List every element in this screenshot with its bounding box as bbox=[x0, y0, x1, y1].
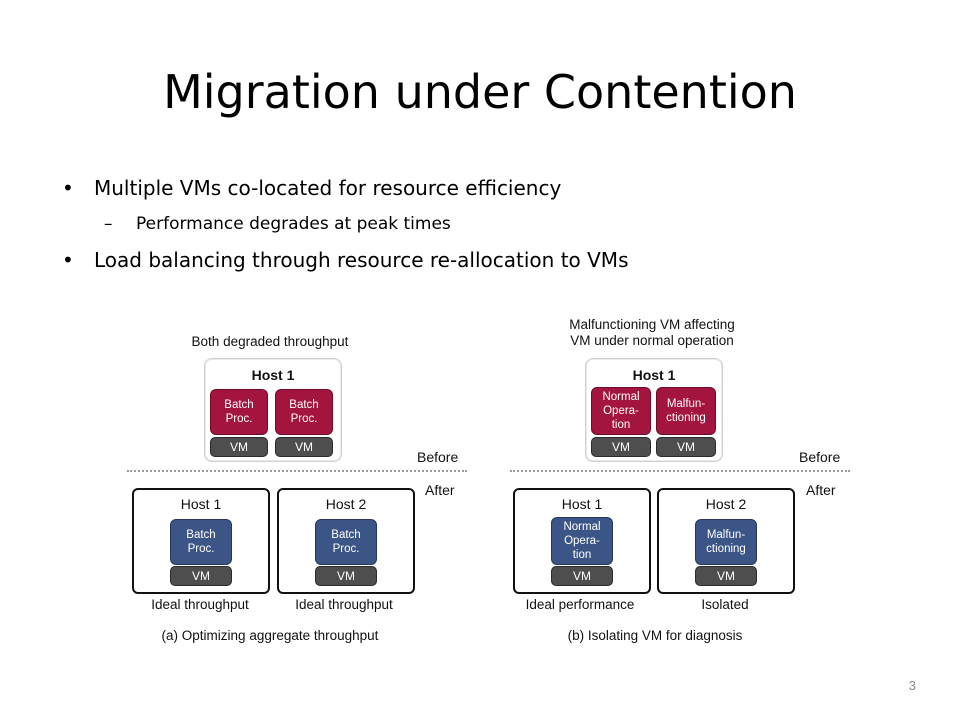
page-number: 3 bbox=[908, 678, 916, 693]
diagram-a-host-2-after: Host 2 Batch Proc. VM bbox=[277, 488, 415, 594]
after-label: After bbox=[806, 482, 836, 498]
host-status-label: Isolated bbox=[701, 597, 749, 612]
diagram-a-host-1-after: Host 1 Batch Proc. VM bbox=[132, 488, 270, 594]
vm-label: VM bbox=[170, 566, 232, 586]
process-box: Normal Opera- tion bbox=[591, 387, 651, 435]
diagram-b-host-before: Host 1 Normal Opera- tion Malfun- ctioni… bbox=[585, 358, 723, 462]
process-box: Malfun- ctioning bbox=[695, 519, 757, 565]
diagram-b-host-1-after: Host 1 Normal Opera- tion VM bbox=[513, 488, 651, 594]
vm-label: VM bbox=[315, 566, 377, 586]
before-label: Before bbox=[417, 449, 459, 465]
host-label: Host 1 bbox=[251, 367, 295, 383]
diagram-a-top-caption: Both degraded throughput bbox=[191, 334, 349, 349]
process-box: Batch Proc. bbox=[210, 389, 268, 435]
process-box: Malfun- ctioning bbox=[656, 387, 716, 435]
bullet-item: Multiple VMs co-located for resource eff… bbox=[62, 168, 922, 208]
host-status-label: Ideal throughput bbox=[151, 597, 249, 612]
process-box: Batch Proc. bbox=[315, 519, 377, 565]
vm-label: VM bbox=[591, 437, 651, 457]
sub-bullet-item: Performance degrades at peak times bbox=[62, 208, 922, 240]
host-label: Host 1 bbox=[632, 367, 676, 383]
host-label: Host 2 bbox=[705, 496, 747, 512]
before-after-separator bbox=[510, 470, 850, 472]
before-label: Before bbox=[799, 449, 841, 465]
bullet-list: Multiple VMs co-located for resource eff… bbox=[62, 168, 922, 280]
vm-label: VM bbox=[551, 566, 613, 586]
diagram-a-caption: (a) Optimizing aggregate throughput bbox=[161, 628, 379, 643]
diagram-b-top-caption: Malfunctioning VM affecting VM under nor… bbox=[569, 317, 735, 348]
slide-title: Migration under Contention bbox=[163, 65, 797, 119]
host-label: Host 1 bbox=[561, 496, 603, 512]
vm-label: VM bbox=[210, 437, 268, 457]
host-label: Host 2 bbox=[325, 496, 367, 512]
host-status-label: Ideal throughput bbox=[295, 597, 393, 612]
vm-label: VM bbox=[695, 566, 757, 586]
diagram-a-host-before: Host 1 Batch Proc. Batch Proc. VM VM bbox=[204, 358, 342, 462]
process-box: Normal Opera- tion bbox=[551, 517, 613, 565]
vm-label: VM bbox=[275, 437, 333, 457]
after-label: After bbox=[425, 482, 455, 498]
host-status-label: Ideal performance bbox=[525, 597, 635, 612]
process-box: Batch Proc. bbox=[275, 389, 333, 435]
process-box: Batch Proc. bbox=[170, 519, 232, 565]
vm-label: VM bbox=[656, 437, 716, 457]
diagram-b-caption: (b) Isolating VM for diagnosis bbox=[567, 628, 743, 643]
diagram-b-host-2-after: Host 2 Malfun- ctioning VM bbox=[657, 488, 795, 594]
host-label: Host 1 bbox=[180, 496, 222, 512]
bullet-item: Load balancing through resource re-alloc… bbox=[62, 240, 922, 280]
before-after-separator bbox=[127, 470, 467, 472]
